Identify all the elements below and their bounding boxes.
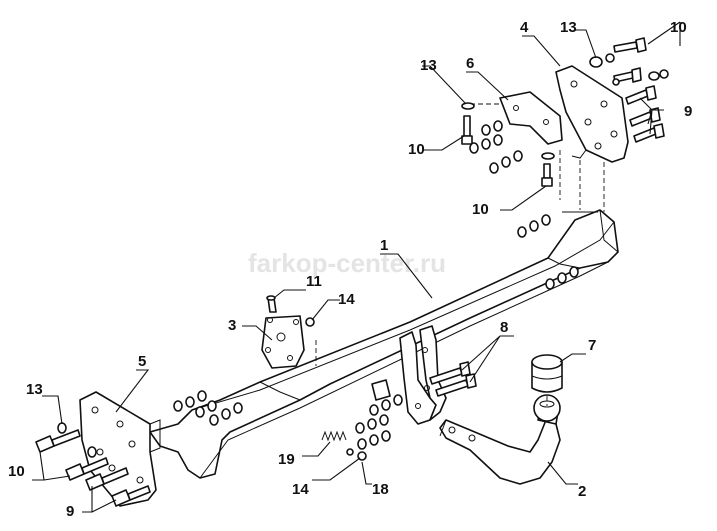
callout-14-upper: 14	[338, 291, 355, 308]
bolt-11	[266, 295, 277, 313]
spring-19	[321, 430, 347, 442]
callout-5: 5	[138, 353, 146, 370]
callout-10-left: 10	[8, 463, 25, 480]
bolts-group	[35, 37, 665, 507]
callout-6: 6	[466, 55, 474, 72]
bolt-left-4	[111, 485, 151, 507]
callout-14-lower: 14	[292, 481, 309, 498]
main-crossbar	[149, 209, 619, 479]
callout-8: 8	[500, 319, 508, 336]
bolt-right-1	[613, 37, 647, 53]
bolt-left-3	[85, 467, 129, 491]
callout-10-bracket: 10	[408, 141, 425, 158]
callout-13-left: 13	[26, 381, 43, 398]
watermark-text: farkop-center.ru	[248, 248, 446, 278]
bolt-right-3	[629, 107, 661, 127]
bolt-right-4	[633, 123, 665, 143]
hitch-holder-plate	[315, 325, 447, 425]
bolt-vertical-1	[461, 115, 473, 145]
callout-13-top: 13	[560, 19, 577, 36]
nuts-washers-group	[57, 53, 669, 461]
tow-ball-mount	[439, 394, 561, 485]
bolt-left-1	[35, 429, 81, 453]
callout-4: 4	[520, 19, 529, 36]
callout-10-lower: 10	[472, 201, 489, 218]
bolt-right-2	[625, 85, 657, 105]
callout-18: 18	[372, 481, 389, 498]
callout-10-top: 10	[670, 19, 687, 36]
callout-7: 7	[588, 337, 596, 354]
callout-3: 3	[228, 317, 236, 334]
bolt-left-2	[65, 457, 109, 481]
callout-numbers: 1 2 3 4 5 6 7 8 9 9 10 10 10 10 11 13 13…	[8, 19, 692, 520]
callout-19: 19	[278, 451, 295, 468]
callout-1: 1	[380, 237, 388, 254]
callout-2: 2	[578, 483, 586, 500]
callout-9-right: 9	[684, 103, 692, 120]
right-mounting-plate	[555, 65, 629, 212]
callout-11: 11	[306, 273, 322, 290]
ball-cap	[531, 354, 563, 406]
bolt-vertical-2	[541, 163, 553, 187]
callout-9-left: 9	[66, 503, 74, 520]
angle-bracket-right	[470, 91, 563, 200]
leader-lines	[32, 21, 681, 513]
callout-13-bracket: 13	[420, 57, 437, 74]
side-bracket-left	[261, 315, 305, 369]
